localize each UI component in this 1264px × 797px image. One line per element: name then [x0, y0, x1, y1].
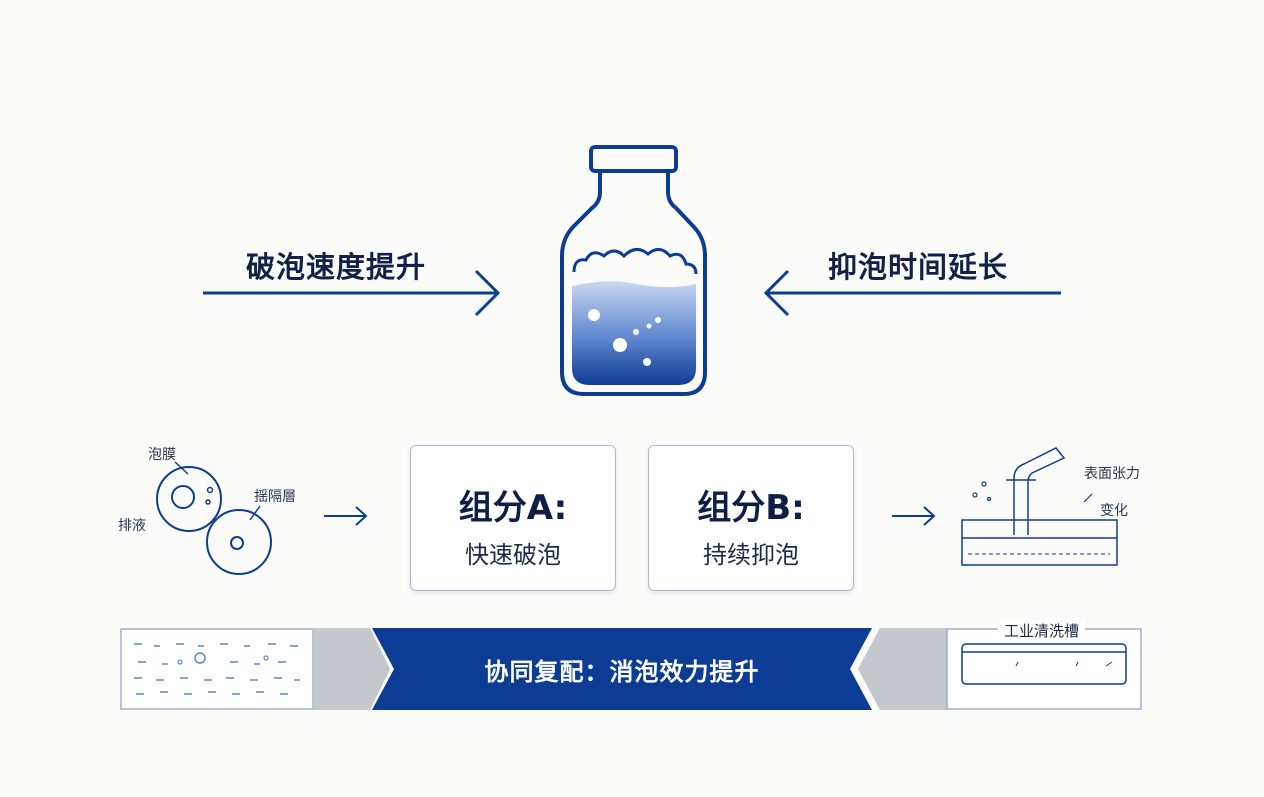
bottle-icon	[560, 145, 707, 396]
tank-label: 工业清洗槽	[998, 620, 1086, 641]
small-arrow-icon	[892, 506, 936, 526]
component-a-card: 组分A: 快速破泡	[410, 445, 616, 591]
change-label: 变化	[1100, 503, 1128, 519]
component-b-card: 组分B: 持续抑泡	[648, 445, 854, 591]
foam-panel	[120, 628, 314, 710]
surface-tension-diagram	[961, 447, 1118, 566]
synergy-banner: 协同复配：消泡效力提升	[372, 628, 872, 710]
small-arrow-icon	[324, 506, 368, 526]
rupture-label: 揺隔層	[254, 489, 296, 505]
tank-panel	[946, 628, 1142, 710]
left-chevron-gray	[314, 628, 390, 710]
component-a-subtitle: 快速破泡	[465, 541, 561, 569]
component-b-title: 组分B:	[697, 488, 805, 528]
speed-label: 破泡速度提升	[246, 250, 427, 284]
left-arrow-icon	[763, 269, 1061, 317]
right-arrow-icon	[203, 269, 501, 317]
tension-label: 表面张力	[1084, 466, 1140, 482]
bubble-diagram	[156, 461, 272, 575]
time-label: 抑泡时间延长	[828, 250, 1009, 284]
component-a-title: 组分A:	[458, 488, 568, 528]
synergy-text: 协同复配：消泡效力提升	[484, 657, 760, 686]
right-chevron-gray	[858, 628, 948, 710]
drain-label: 排液	[118, 518, 146, 534]
film-label: 泡膜	[148, 447, 176, 463]
component-b-subtitle: 持续抑泡	[703, 541, 799, 569]
